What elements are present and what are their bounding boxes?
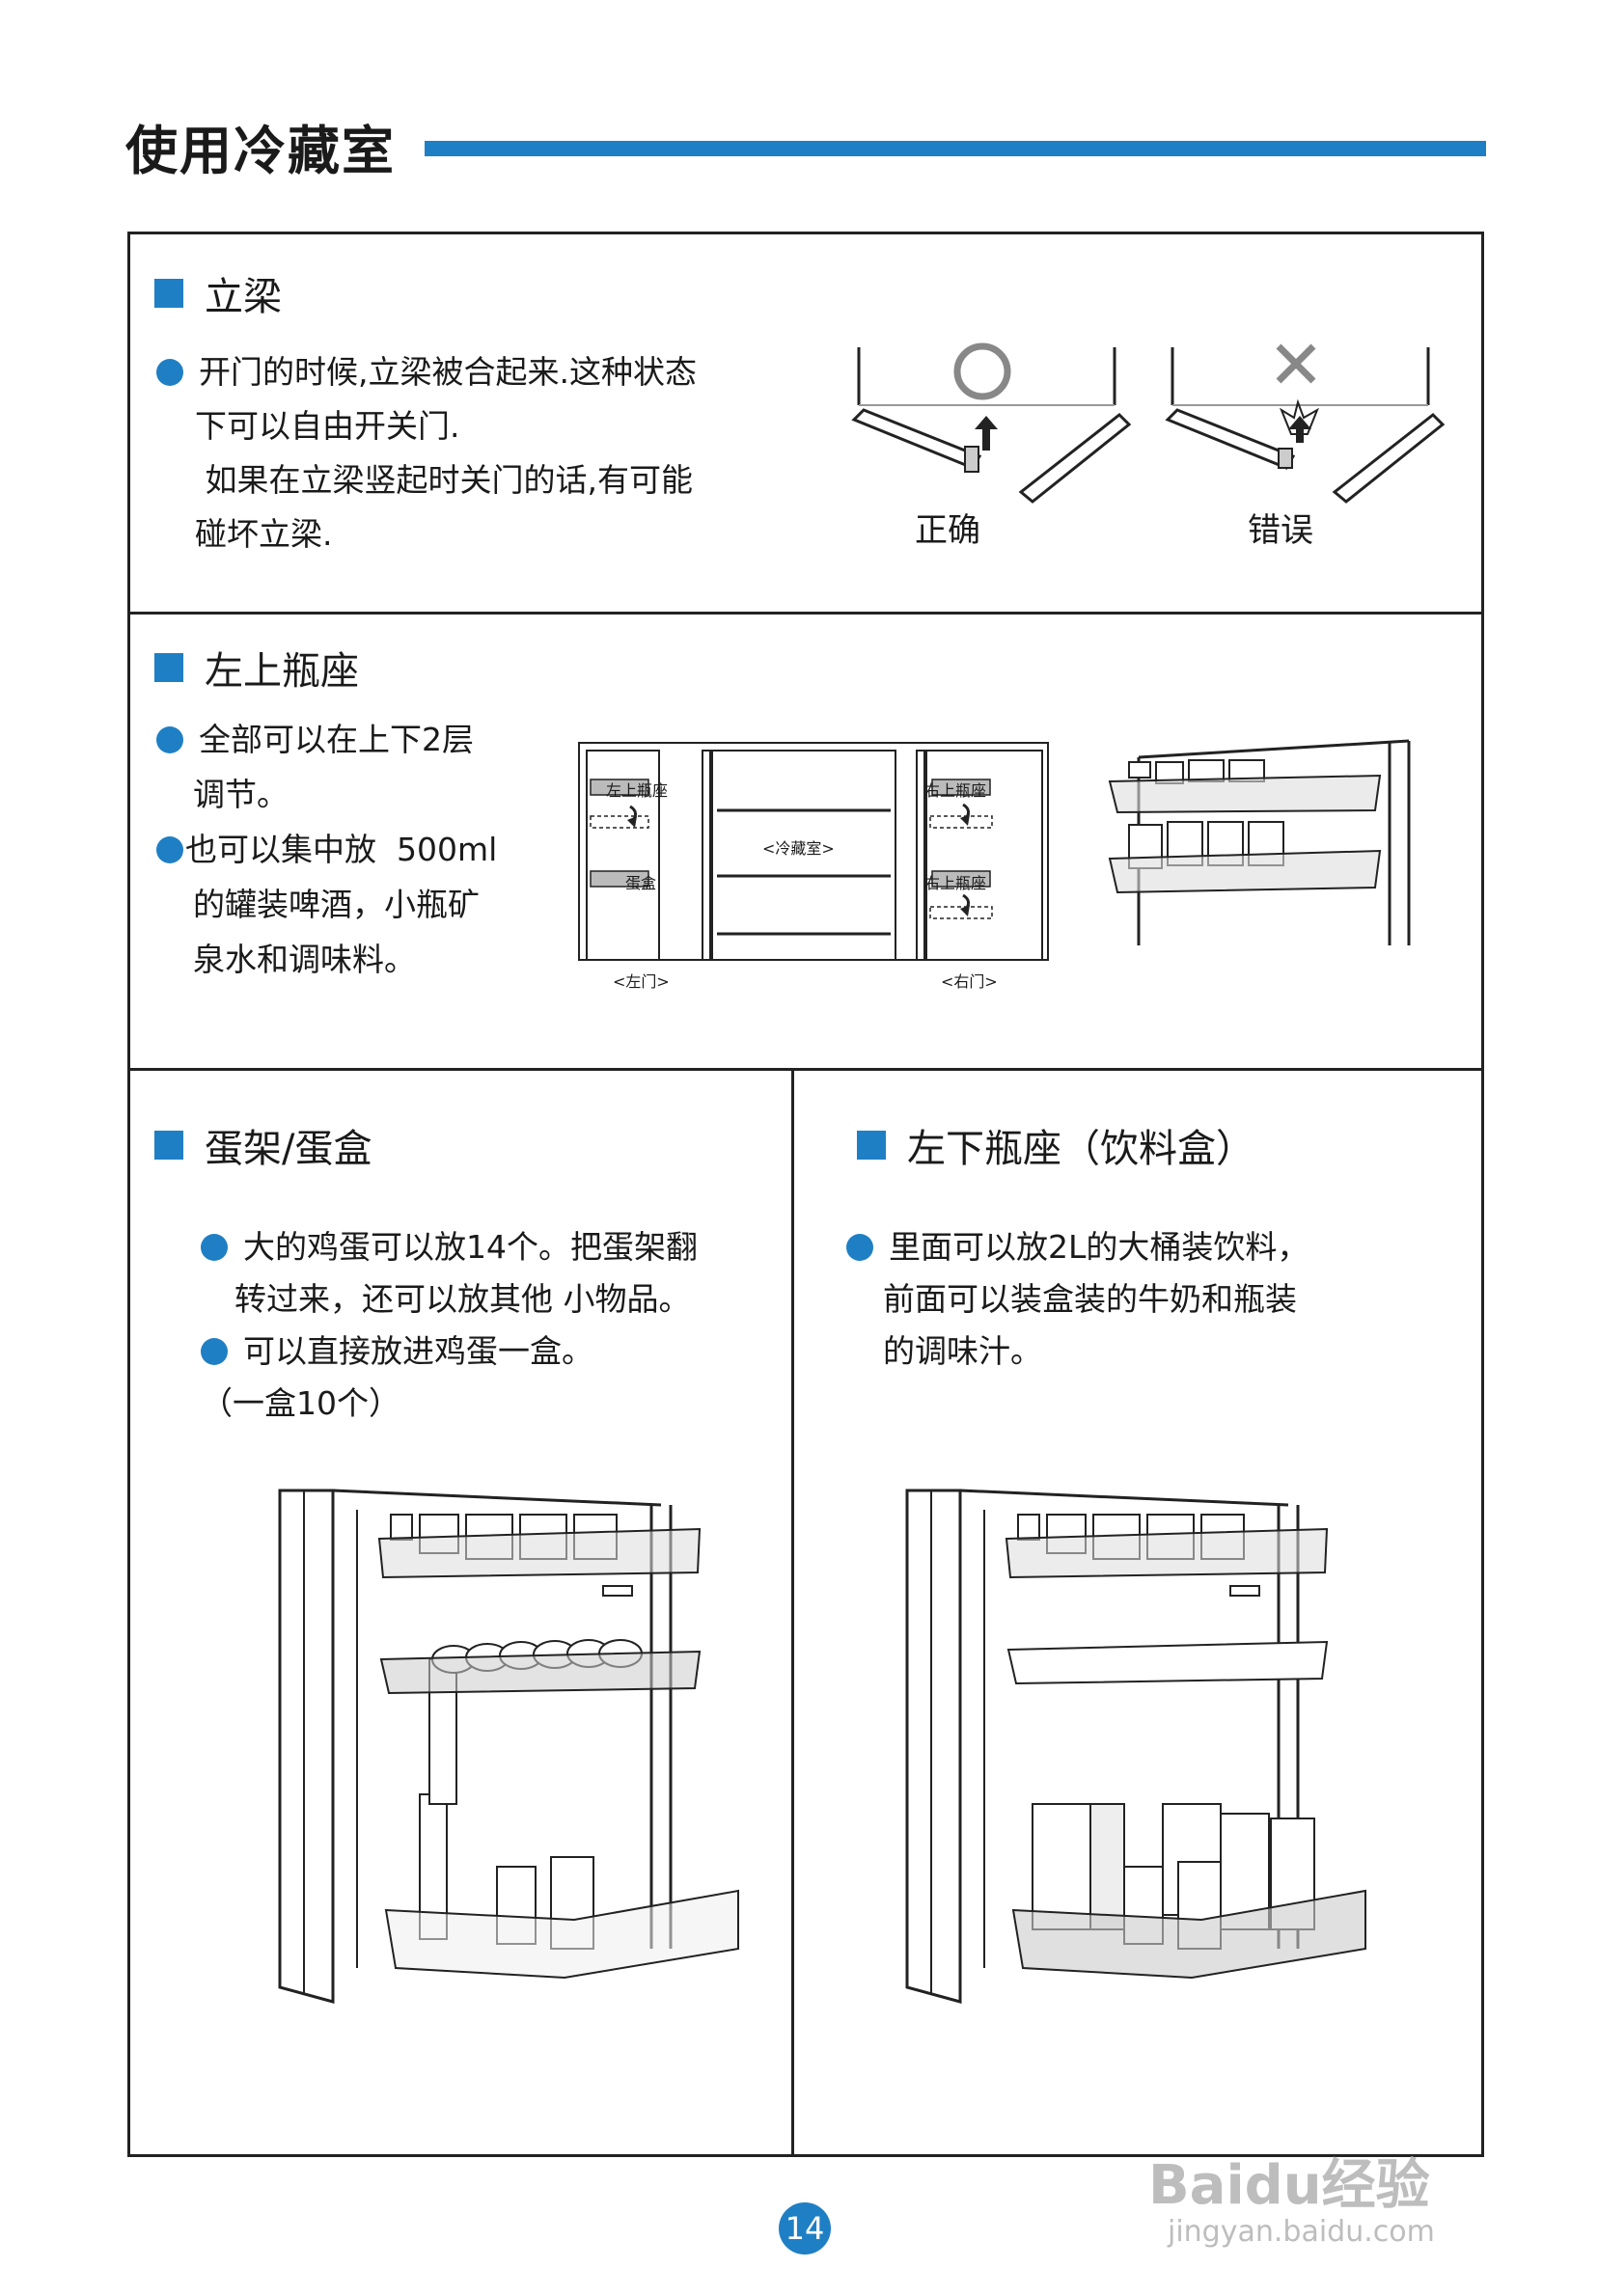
text-line: （一盒10个）	[201, 1384, 400, 1422]
text-line: 泉水和调味料。	[193, 941, 416, 978]
wrong-label: 错误	[1248, 511, 1313, 550]
door-bin-illustration	[1108, 739, 1411, 945]
watermark-brand: Baidu经验	[1148, 2154, 1430, 2217]
label-center: <冷藏室>	[762, 839, 835, 858]
watermark-url: jingyan.baidu.com	[1168, 2215, 1435, 2249]
square-bullet-icon	[154, 279, 183, 308]
label-right-top: 右上瓶座	[924, 781, 987, 800]
label-left-top: 左上瓶座	[606, 781, 669, 800]
section-pillar-text: 开门的时候,立梁被合起来.这种状态 下可以自由开关门. 如果在立梁竖起时关门的话…	[156, 345, 697, 561]
text-line: 前面可以装盒装的牛奶和瓶装	[883, 1280, 1297, 1318]
label-left-door: <左门>	[613, 972, 670, 991]
divider-2	[127, 1068, 1484, 1071]
square-bullet-icon	[154, 653, 183, 682]
section-upper-left-text: 全部可以在上下2层 调节。 也可以集中放 500ml 的罐装啤酒，小瓶矿 泉水和…	[156, 712, 497, 987]
text-line: 开门的时候,立梁被合起来.这种状态	[199, 353, 697, 391]
text-line: 的罐装啤酒，小瓶矿	[193, 886, 480, 923]
heading-text: 蛋架/蛋盒	[205, 1127, 372, 1171]
text-line: 转过来，还可以放其他 小物品。	[234, 1280, 691, 1318]
correct-label: 正确	[915, 511, 980, 550]
divider-vertical	[791, 1068, 794, 2157]
circle-bullet-icon	[846, 1234, 873, 1261]
beverage-door-illustration	[905, 1489, 1366, 2004]
page-number: 14	[779, 2202, 831, 2255]
section-egg-heading: 蛋架/蛋盒	[154, 1117, 372, 1173]
section-pillar-heading: 立梁	[154, 265, 282, 321]
label-right-door: <右门>	[941, 972, 998, 991]
pillar-correct-diagram	[851, 342, 1132, 504]
text-line: 里面可以放2L的大桶装饮料，	[889, 1228, 1309, 1266]
section-lower-left-text: 里面可以放2L的大桶装饮料， 前面可以装盒装的牛奶和瓶装 的调味汁。	[846, 1221, 1309, 1378]
circle-bullet-icon	[156, 836, 183, 863]
text-line: 全部可以在上下2层	[199, 721, 474, 758]
text-line: 碰坏立梁.	[195, 515, 333, 553]
text-line: 如果在立梁竖起时关门的话,有可能	[195, 461, 693, 499]
text-line: 大的鸡蛋可以放14个。把蛋架翻	[243, 1228, 698, 1266]
circle-bullet-icon	[201, 1234, 228, 1261]
heading-text: 左下瓶座（饮料盒）	[907, 1127, 1254, 1171]
circle-bullet-icon	[201, 1338, 228, 1365]
egg-door-illustration	[278, 1489, 739, 2004]
text-line: 的调味汁。	[883, 1332, 1042, 1370]
heading-text: 左上瓶座	[205, 649, 359, 694]
text-line: 下可以自由开关门.	[195, 407, 460, 445]
square-bullet-icon	[857, 1131, 886, 1160]
text-line: 也可以集中放 500ml	[185, 831, 498, 868]
section-upper-left-heading: 左上瓶座	[154, 640, 359, 696]
square-bullet-icon	[154, 1131, 183, 1160]
heading-text: 立梁	[205, 275, 282, 319]
circle-bullet-icon	[156, 359, 183, 386]
section-egg-text: 大的鸡蛋可以放14个。把蛋架翻 转过来，还可以放其他 小物品。 可以直接放进鸡蛋…	[201, 1221, 698, 1430]
circle-bullet-icon	[156, 726, 183, 753]
fridge-layout-diagram	[578, 742, 1049, 961]
divider-1	[127, 612, 1484, 615]
section-lower-left-heading: 左下瓶座（饮料盒）	[857, 1117, 1254, 1173]
content-frame	[127, 232, 1484, 2157]
label-egg: 蛋盒	[625, 874, 657, 892]
text-line: 调节。	[193, 776, 289, 813]
label-right-mid: 右上瓶座	[924, 874, 987, 892]
page-title: 使用冷藏室	[125, 121, 396, 181]
pillar-wrong-diagram	[1165, 343, 1446, 504]
title-rule	[425, 141, 1486, 156]
text-line: 可以直接放进鸡蛋一盒。	[243, 1332, 593, 1370]
